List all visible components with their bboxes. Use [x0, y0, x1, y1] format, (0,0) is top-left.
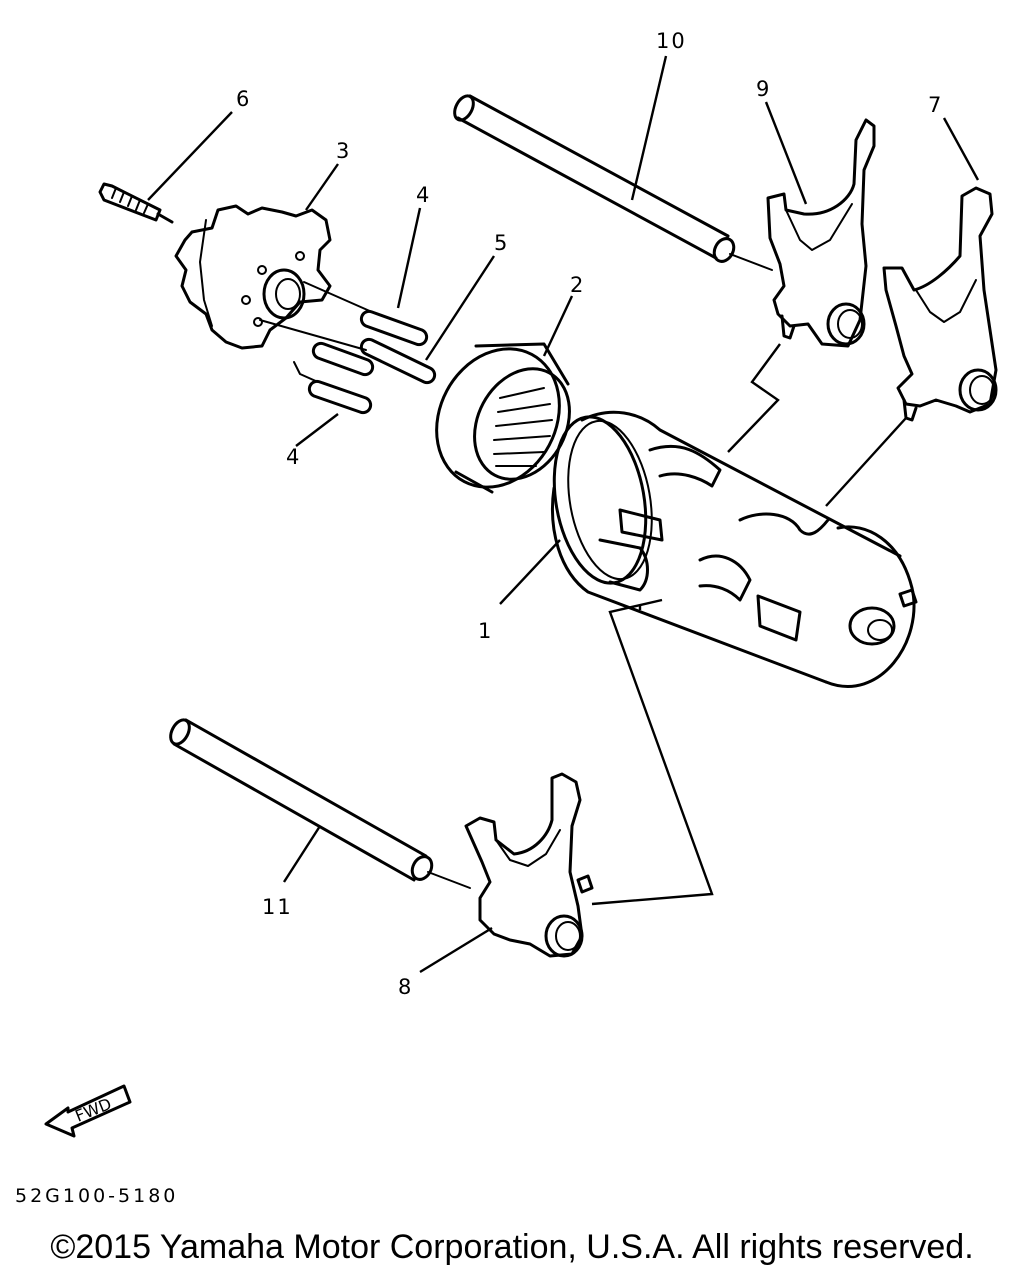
- part-3-segment: [174, 163, 339, 350]
- part-1-shift-drum: [499, 343, 918, 688]
- label-part-11: 11: [262, 895, 293, 919]
- shift-drum-exploded-diagram: FWD 6 3 4 5 2 4 1 10 9 7 11 8: [44, 29, 998, 1138]
- label-part-2: 2: [570, 273, 585, 297]
- label-part-9: 9: [756, 77, 771, 101]
- part-10-rod: [453, 55, 773, 271]
- label-part-4-bottom: 4: [286, 445, 301, 469]
- part-9-fork: [764, 101, 876, 348]
- part-5-pin: [259, 255, 496, 385]
- label-part-3: 3: [336, 139, 351, 163]
- label-part-8: 8: [398, 975, 413, 999]
- copyright-notice: ©2015 Yamaha Motor Corporation, U.S.A. A…: [50, 1228, 974, 1266]
- part-4-pins: [293, 207, 429, 447]
- part-8-fork: [419, 772, 594, 974]
- part-7-fork: [882, 117, 998, 422]
- fwd-label: FWD: [72, 1094, 114, 1126]
- drawing-code: 52G100-5180: [15, 1185, 179, 1207]
- label-part-1: 1: [478, 619, 493, 643]
- label-part-10: 10: [656, 29, 687, 53]
- fwd-arrow-icon: FWD: [44, 1084, 132, 1138]
- part-6-screw: [98, 111, 233, 224]
- label-part-6: 6: [236, 87, 251, 111]
- part-11-rod: [169, 718, 471, 889]
- label-part-5: 5: [494, 231, 509, 255]
- leader-8-to-drum: [591, 598, 714, 906]
- label-part-7: 7: [928, 93, 943, 117]
- part-2-bearing: [435, 295, 574, 494]
- label-part-4-top: 4: [416, 183, 431, 207]
